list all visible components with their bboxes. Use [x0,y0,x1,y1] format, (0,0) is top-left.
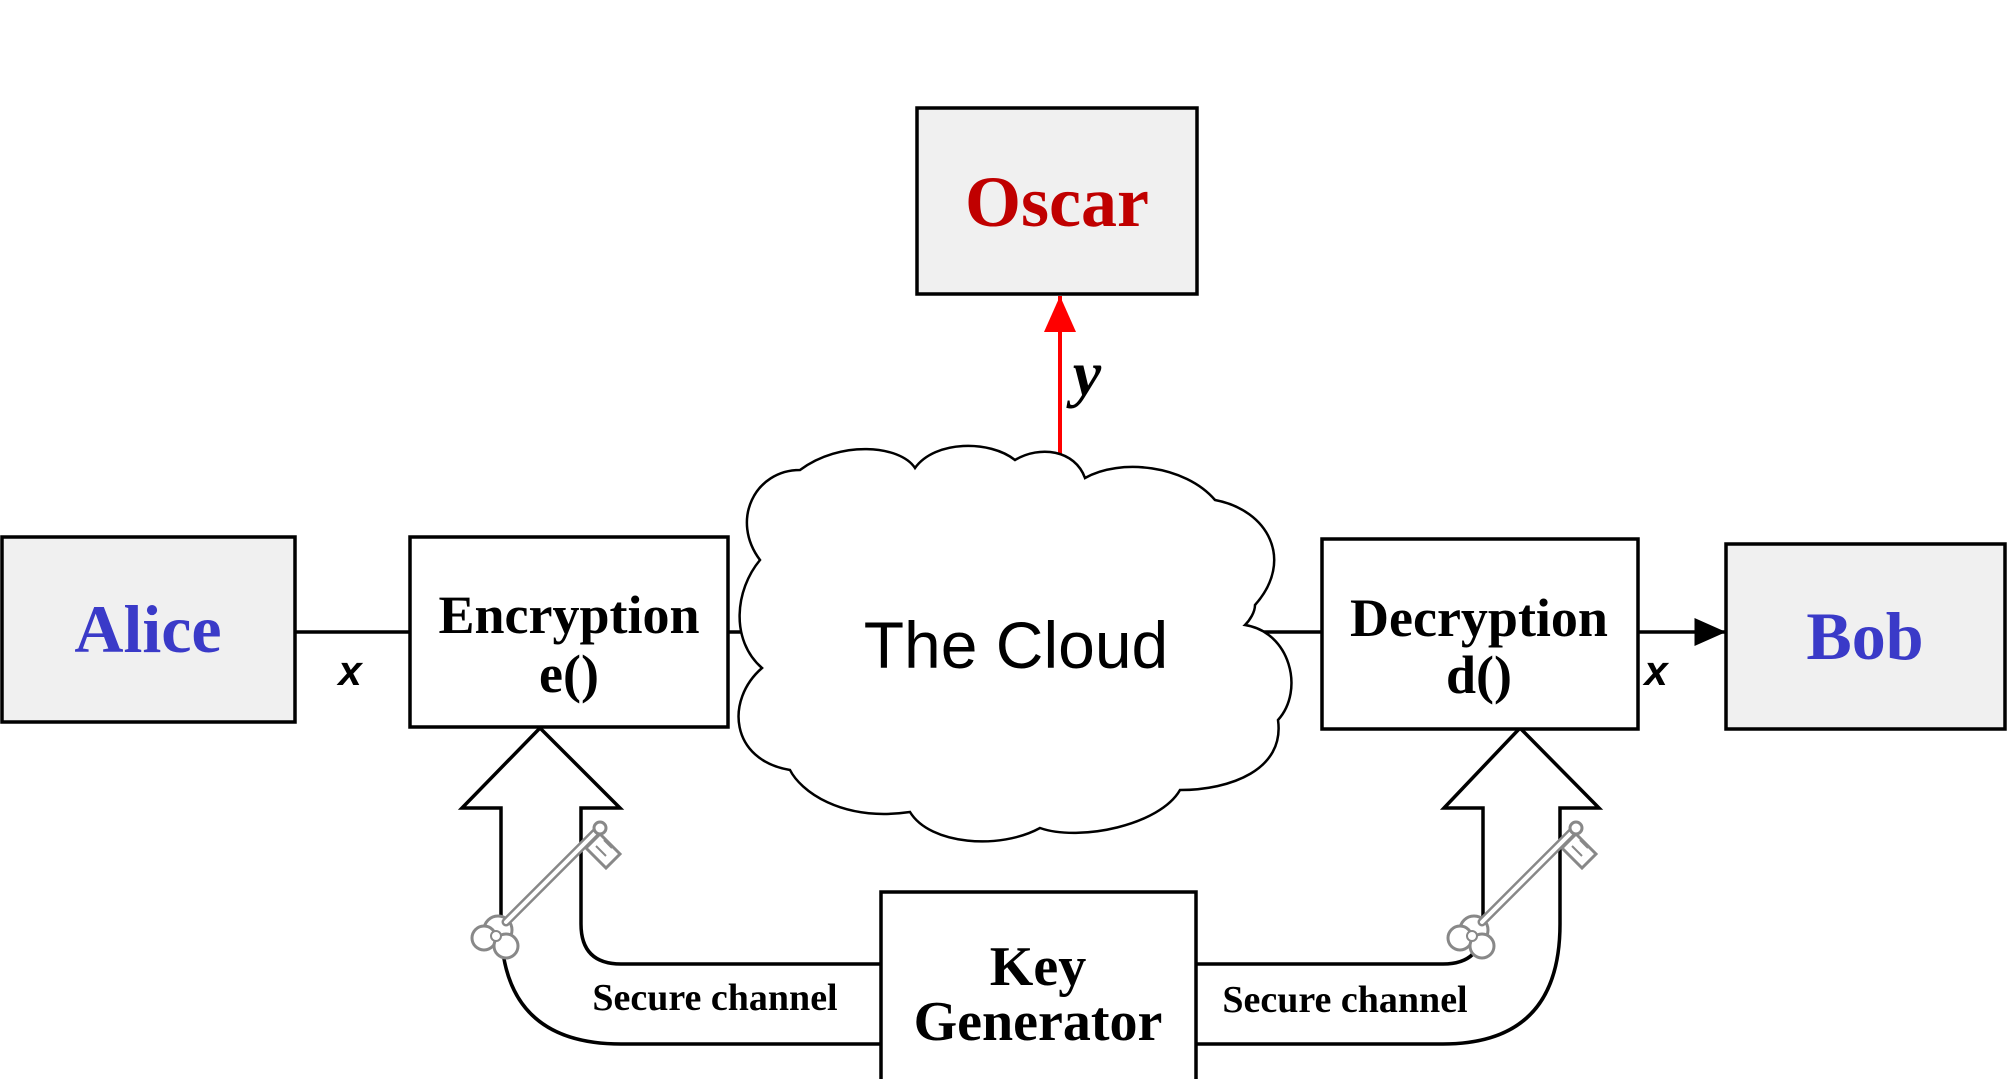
secure-channel-label-left: Secure channel [592,977,837,1019]
bob-box [1724,542,2007,731]
cloud-label: The Cloud [864,608,1169,682]
decryption-label: Decryption [1350,588,1608,648]
oscar-box [915,106,1199,296]
secure-channel-arrow-right [1196,725,1604,1046]
oscar-label: Oscar [965,162,1149,242]
alice-label: Alice [74,591,221,667]
ciphertext-label: y [1066,338,1102,409]
decryption-box [1320,537,1640,731]
encryption-box [408,535,730,729]
encryption-function-label: e() [539,644,599,704]
encryption-label: Encryption [438,585,699,645]
cloud-shape [737,444,1293,843]
alice-box [0,535,297,724]
plaintext-label-right: x [1642,647,1669,694]
decryption-function-label: d() [1446,645,1512,705]
key-generator-box [879,890,1198,1084]
plaintext-label-left: x [336,647,363,694]
secure-channel-label-right: Secure channel [1222,979,1467,1021]
bob-label: Bob [1806,598,1923,674]
key-generator-label-line1: Key [990,936,1086,998]
key-generator-label-line2: Generator [914,991,1163,1053]
